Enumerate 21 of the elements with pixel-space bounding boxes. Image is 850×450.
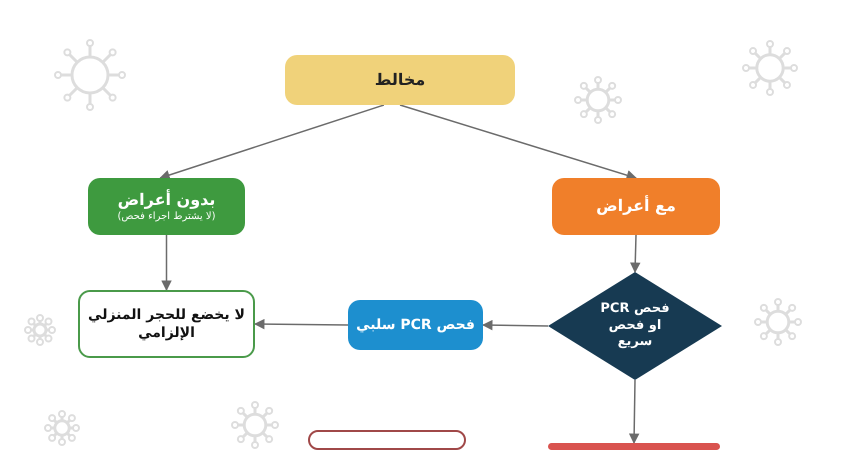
arrow [482,320,548,330]
box-shape [308,430,466,450]
node-text: لا يخضع للحجر المنزلي الإلزامي [87,306,246,342]
arrow [400,104,637,180]
arrow [159,104,384,180]
note-text: (لا يشترط اجراء فحص) [118,210,216,223]
node-text: مع أعراض [596,196,676,217]
node-text: فحص PCR سلبي [356,316,475,334]
arrow [630,234,640,274]
process-box [285,55,515,105]
process-box [348,300,483,350]
node-text: بدون أعراض [118,190,216,211]
node-text: فحص PCR او فحص سريع [599,300,671,352]
process-box [88,178,245,235]
arrow [254,318,348,330]
node-text: مخالط [374,70,426,90]
arrow [161,235,172,292]
box-shape [548,443,720,450]
process-box [552,178,720,235]
result-box [78,290,255,358]
arrow [628,380,640,444]
